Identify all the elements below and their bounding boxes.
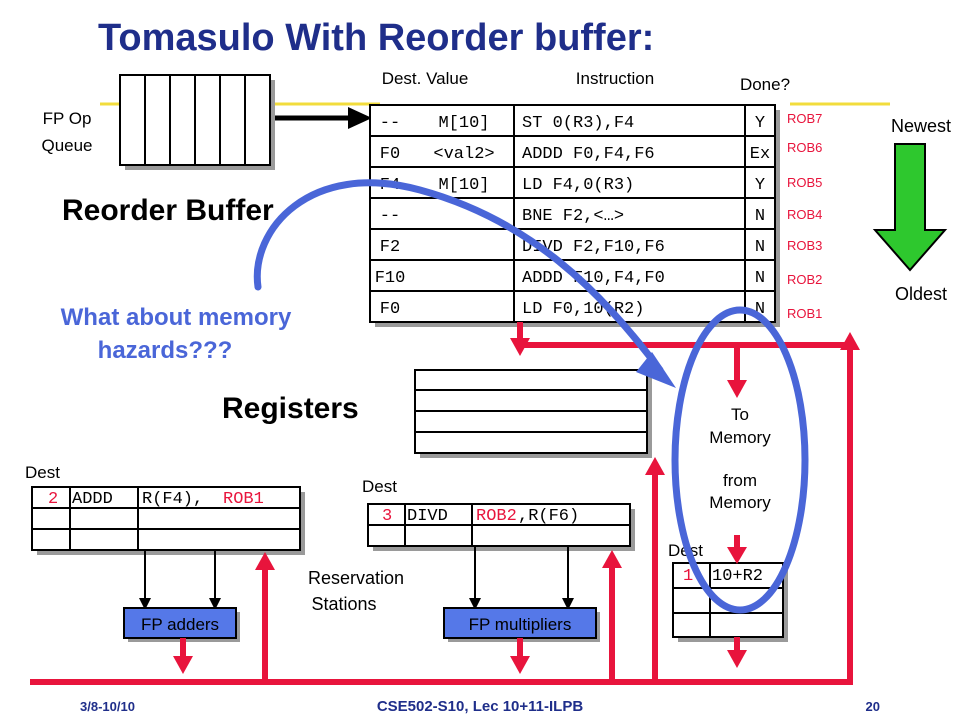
rob-row: F2 DIVD F2,F10,F6 N ROB3 xyxy=(380,238,823,257)
rob-value: M[10] xyxy=(438,176,489,195)
rob-dest: F10 xyxy=(375,269,406,288)
rob-tag: ROB1 xyxy=(787,306,822,321)
rob-instruction: ADDD F0,F4,F6 xyxy=(522,145,655,164)
fp-op-queue xyxy=(119,74,275,170)
to-memory-line2: Memory xyxy=(709,428,771,447)
rob-done: N xyxy=(755,207,765,226)
rob-instruction: DIVD F2,F10,F6 xyxy=(522,238,665,257)
rob-value: M[10] xyxy=(438,114,489,133)
rob-tag: ROB6 xyxy=(787,140,822,155)
multiplier-feed-arrows xyxy=(469,546,574,610)
adder-feed-arrows xyxy=(139,550,221,610)
rob-done: N xyxy=(755,300,765,319)
footer-course: CSE502-S10, Lec 10+11-ILPB xyxy=(377,698,584,715)
rob-tag: ROB4 xyxy=(787,207,822,222)
rob-header-instruction: Instruction xyxy=(576,69,654,88)
memory-station-address: 10+R2 xyxy=(712,567,763,586)
rob-row: F4 M[10] LD F4,0(R3) Y ROB5 xyxy=(380,175,823,195)
queue-to-rob-arrow xyxy=(275,107,372,129)
rob-instruction: ST 0(R3),F4 xyxy=(522,114,634,133)
rob-tag: ROB5 xyxy=(787,175,822,190)
rob-commit-bus xyxy=(510,322,860,682)
adder-station-number: 2 xyxy=(48,490,58,509)
multipliers-dest-label: Dest xyxy=(362,477,397,496)
rob-row: -- M[10] ST 0(R3),F4 Y ROB7 xyxy=(380,111,823,133)
reorder-buffer-table xyxy=(369,104,780,327)
rob-header-done: Done? xyxy=(740,75,790,94)
slide-title: Tomasulo With Reorder buffer: xyxy=(98,17,654,59)
rob-instruction: BNE F2,<…> xyxy=(522,207,624,226)
rob-dest: -- xyxy=(380,207,400,226)
memory-arrows xyxy=(727,535,747,668)
rob-row: F0 <val2> ADDD F0,F4,F6 Ex ROB6 xyxy=(380,140,823,164)
adder-station-src2: ROB1 xyxy=(223,490,264,509)
adder-station-src1: R(F4), xyxy=(142,490,203,509)
reorder-buffer-label: Reorder Buffer xyxy=(62,194,274,227)
rob-tag: ROB2 xyxy=(787,272,822,287)
memory-hazard-annotation xyxy=(253,179,809,614)
registers-label: Registers xyxy=(222,392,359,425)
rob-done: N xyxy=(755,269,765,288)
rob-tag: ROB3 xyxy=(787,238,822,253)
rob-row: -- BNE F2,<…> N ROB4 xyxy=(380,207,823,226)
adder-reservation-station xyxy=(31,486,305,555)
rob-done: Y xyxy=(755,114,765,133)
rob-dest: F2 xyxy=(380,238,400,257)
rob-done: Ex xyxy=(750,145,770,164)
rob-value: <val2> xyxy=(433,145,494,164)
footer-date: 3/8-10/10 xyxy=(80,699,135,714)
adders-dest-label: Dest xyxy=(25,463,60,482)
to-memory-line1: To xyxy=(731,405,749,424)
register-file xyxy=(414,369,652,458)
memory-station-number: 1 xyxy=(683,567,693,586)
rob-row: F10 ADDD F10,F4,F0 N ROB2 xyxy=(375,269,823,288)
rob-instruction: LD F4,0(R3) xyxy=(522,176,634,195)
queue-label-line2: Queue xyxy=(41,136,92,155)
rob-done: N xyxy=(755,238,765,257)
footer-page-number: 20 xyxy=(866,699,880,714)
rob-tag: ROB7 xyxy=(787,111,822,126)
newest-label: Newest xyxy=(891,116,951,136)
multiplier-reservation-station xyxy=(367,503,635,551)
rob-dest: -- xyxy=(380,114,400,133)
newest-to-oldest-arrow xyxy=(872,143,948,272)
multiplier-station-op: DIVD xyxy=(407,507,448,526)
question-line1: What about memory xyxy=(61,304,292,331)
rob-instruction: LD F0,10(R2) xyxy=(522,300,644,319)
multiplier-station-number: 3 xyxy=(382,507,392,526)
reservation-stations-line2: Stations xyxy=(311,594,376,614)
common-data-bus xyxy=(30,457,853,685)
fp-adders-unit xyxy=(123,607,240,642)
fp-multipliers-label: FP multipliers xyxy=(469,615,572,634)
rob-dest: F0 xyxy=(380,300,400,319)
rob-done: Y xyxy=(755,176,765,195)
question-line2: hazards??? xyxy=(98,337,233,364)
rob-dest: F0 xyxy=(380,145,400,164)
multiplier-station-src2: ,R(F6) xyxy=(518,507,579,526)
queue-label-line1: FP Op xyxy=(43,109,92,128)
rob-instruction: ADDD F10,F4,F0 xyxy=(522,269,665,288)
from-memory-line1: from xyxy=(723,471,757,490)
oldest-label: Oldest xyxy=(895,284,947,304)
adder-station-op: ADDD xyxy=(72,490,113,509)
multiplier-station-src1: ROB2 xyxy=(476,507,517,526)
from-memory-line2: Memory xyxy=(709,493,771,512)
fp-adders-label: FP adders xyxy=(141,615,219,634)
rob-header-dest-value: Dest. Value xyxy=(382,69,469,88)
reservation-stations-line1: Reservation xyxy=(308,568,404,588)
